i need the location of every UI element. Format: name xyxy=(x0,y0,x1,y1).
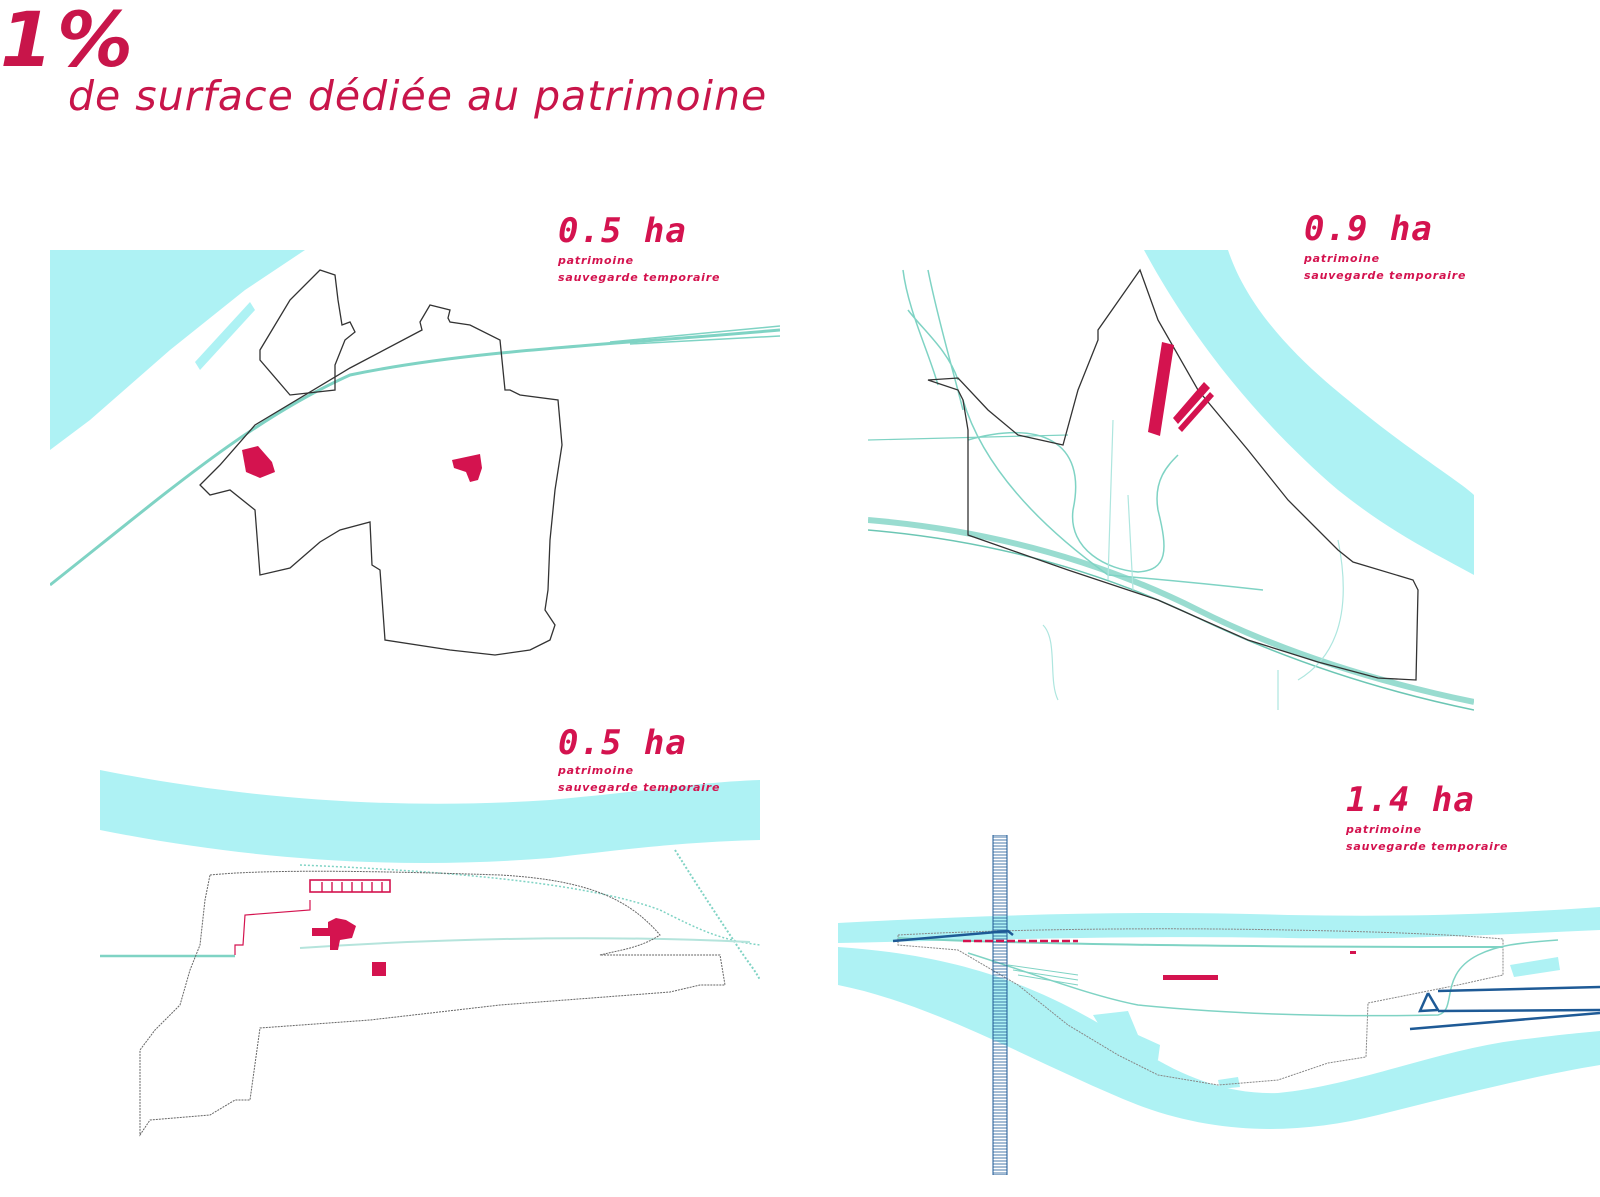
site-area-value: 0.5 ha xyxy=(558,211,687,251)
branch-line xyxy=(902,269,964,411)
river xyxy=(838,947,1600,1129)
site-label-2: 0.9 ha patrimoine sauvegarde temporaire xyxy=(1304,212,1466,284)
road xyxy=(892,929,1014,943)
branch-line xyxy=(962,399,1264,591)
railway xyxy=(1007,964,1079,986)
site-map-3 xyxy=(100,770,760,1137)
heritage-route xyxy=(234,900,311,955)
site-label-line: sauvegarde temporaire xyxy=(1304,269,1467,282)
road xyxy=(1409,985,1600,1031)
site-label-4: 1.4 ha patrimoine sauvegarde temporaire xyxy=(1346,783,1508,855)
branch-line xyxy=(1042,419,1344,701)
railway xyxy=(50,328,780,587)
heritage-building xyxy=(309,879,391,893)
site-label-line: patrimoine xyxy=(1304,252,1380,265)
branch-line xyxy=(967,431,1179,573)
site-area-value: 0.9 ha xyxy=(1304,209,1433,249)
site-label-line: patrimoine xyxy=(1346,823,1422,836)
heritage-building xyxy=(242,446,275,478)
river-fragment xyxy=(1218,1077,1240,1089)
site-label-3: 0.5 ha patrimoine sauvegarde temporaire xyxy=(558,726,720,796)
heritage-building xyxy=(1163,975,1218,980)
heritage-building xyxy=(1173,382,1210,424)
heritage-building xyxy=(372,962,386,976)
site-label-1: 0.5 ha patrimoine sauvegarde temporaire xyxy=(558,214,720,286)
heritage-building xyxy=(1178,392,1214,432)
railway xyxy=(299,937,751,949)
river xyxy=(50,250,305,450)
site-outline xyxy=(139,870,726,1137)
railway xyxy=(299,864,760,946)
heritage-building xyxy=(312,918,356,950)
river-fragment xyxy=(1093,1011,1160,1060)
headline-percent: 1% xyxy=(0,0,138,84)
headline: 1% de surface dédiée au patrimoine xyxy=(0,0,900,140)
railway xyxy=(674,849,760,981)
railway xyxy=(967,939,1559,1017)
site-outline xyxy=(927,268,1419,681)
river xyxy=(100,770,760,863)
bridge-hatch xyxy=(993,836,1007,1174)
river-island xyxy=(195,302,255,370)
site-label-line: patrimoine xyxy=(558,254,634,267)
site-label-line: sauvegarde temporaire xyxy=(1346,840,1509,853)
railway xyxy=(609,325,780,345)
site-area-value: 1.4 ha xyxy=(1346,780,1475,820)
site-label-line: sauvegarde temporaire xyxy=(558,271,721,284)
heritage-building xyxy=(321,882,383,892)
river-fragment xyxy=(1510,957,1560,977)
site-map-4 xyxy=(838,835,1600,1175)
heritage-building xyxy=(452,454,482,482)
site-outline xyxy=(199,304,563,656)
river xyxy=(838,907,1600,943)
site-label-line: sauvegarde temporaire xyxy=(558,781,721,794)
site-outline xyxy=(259,269,356,396)
railway xyxy=(868,517,1474,705)
site-label-line: patrimoine xyxy=(558,764,634,777)
site-map-1 xyxy=(50,250,780,656)
site-area-value: 0.5 ha xyxy=(558,723,687,763)
site-map-2 xyxy=(868,250,1474,711)
river xyxy=(1144,250,1474,575)
headline-subtitle: de surface dédiée au patrimoine xyxy=(68,72,768,120)
heritage-building xyxy=(1350,951,1356,954)
site-outline xyxy=(897,928,1504,1086)
heritage-building xyxy=(1148,342,1174,436)
railway xyxy=(897,937,1504,948)
